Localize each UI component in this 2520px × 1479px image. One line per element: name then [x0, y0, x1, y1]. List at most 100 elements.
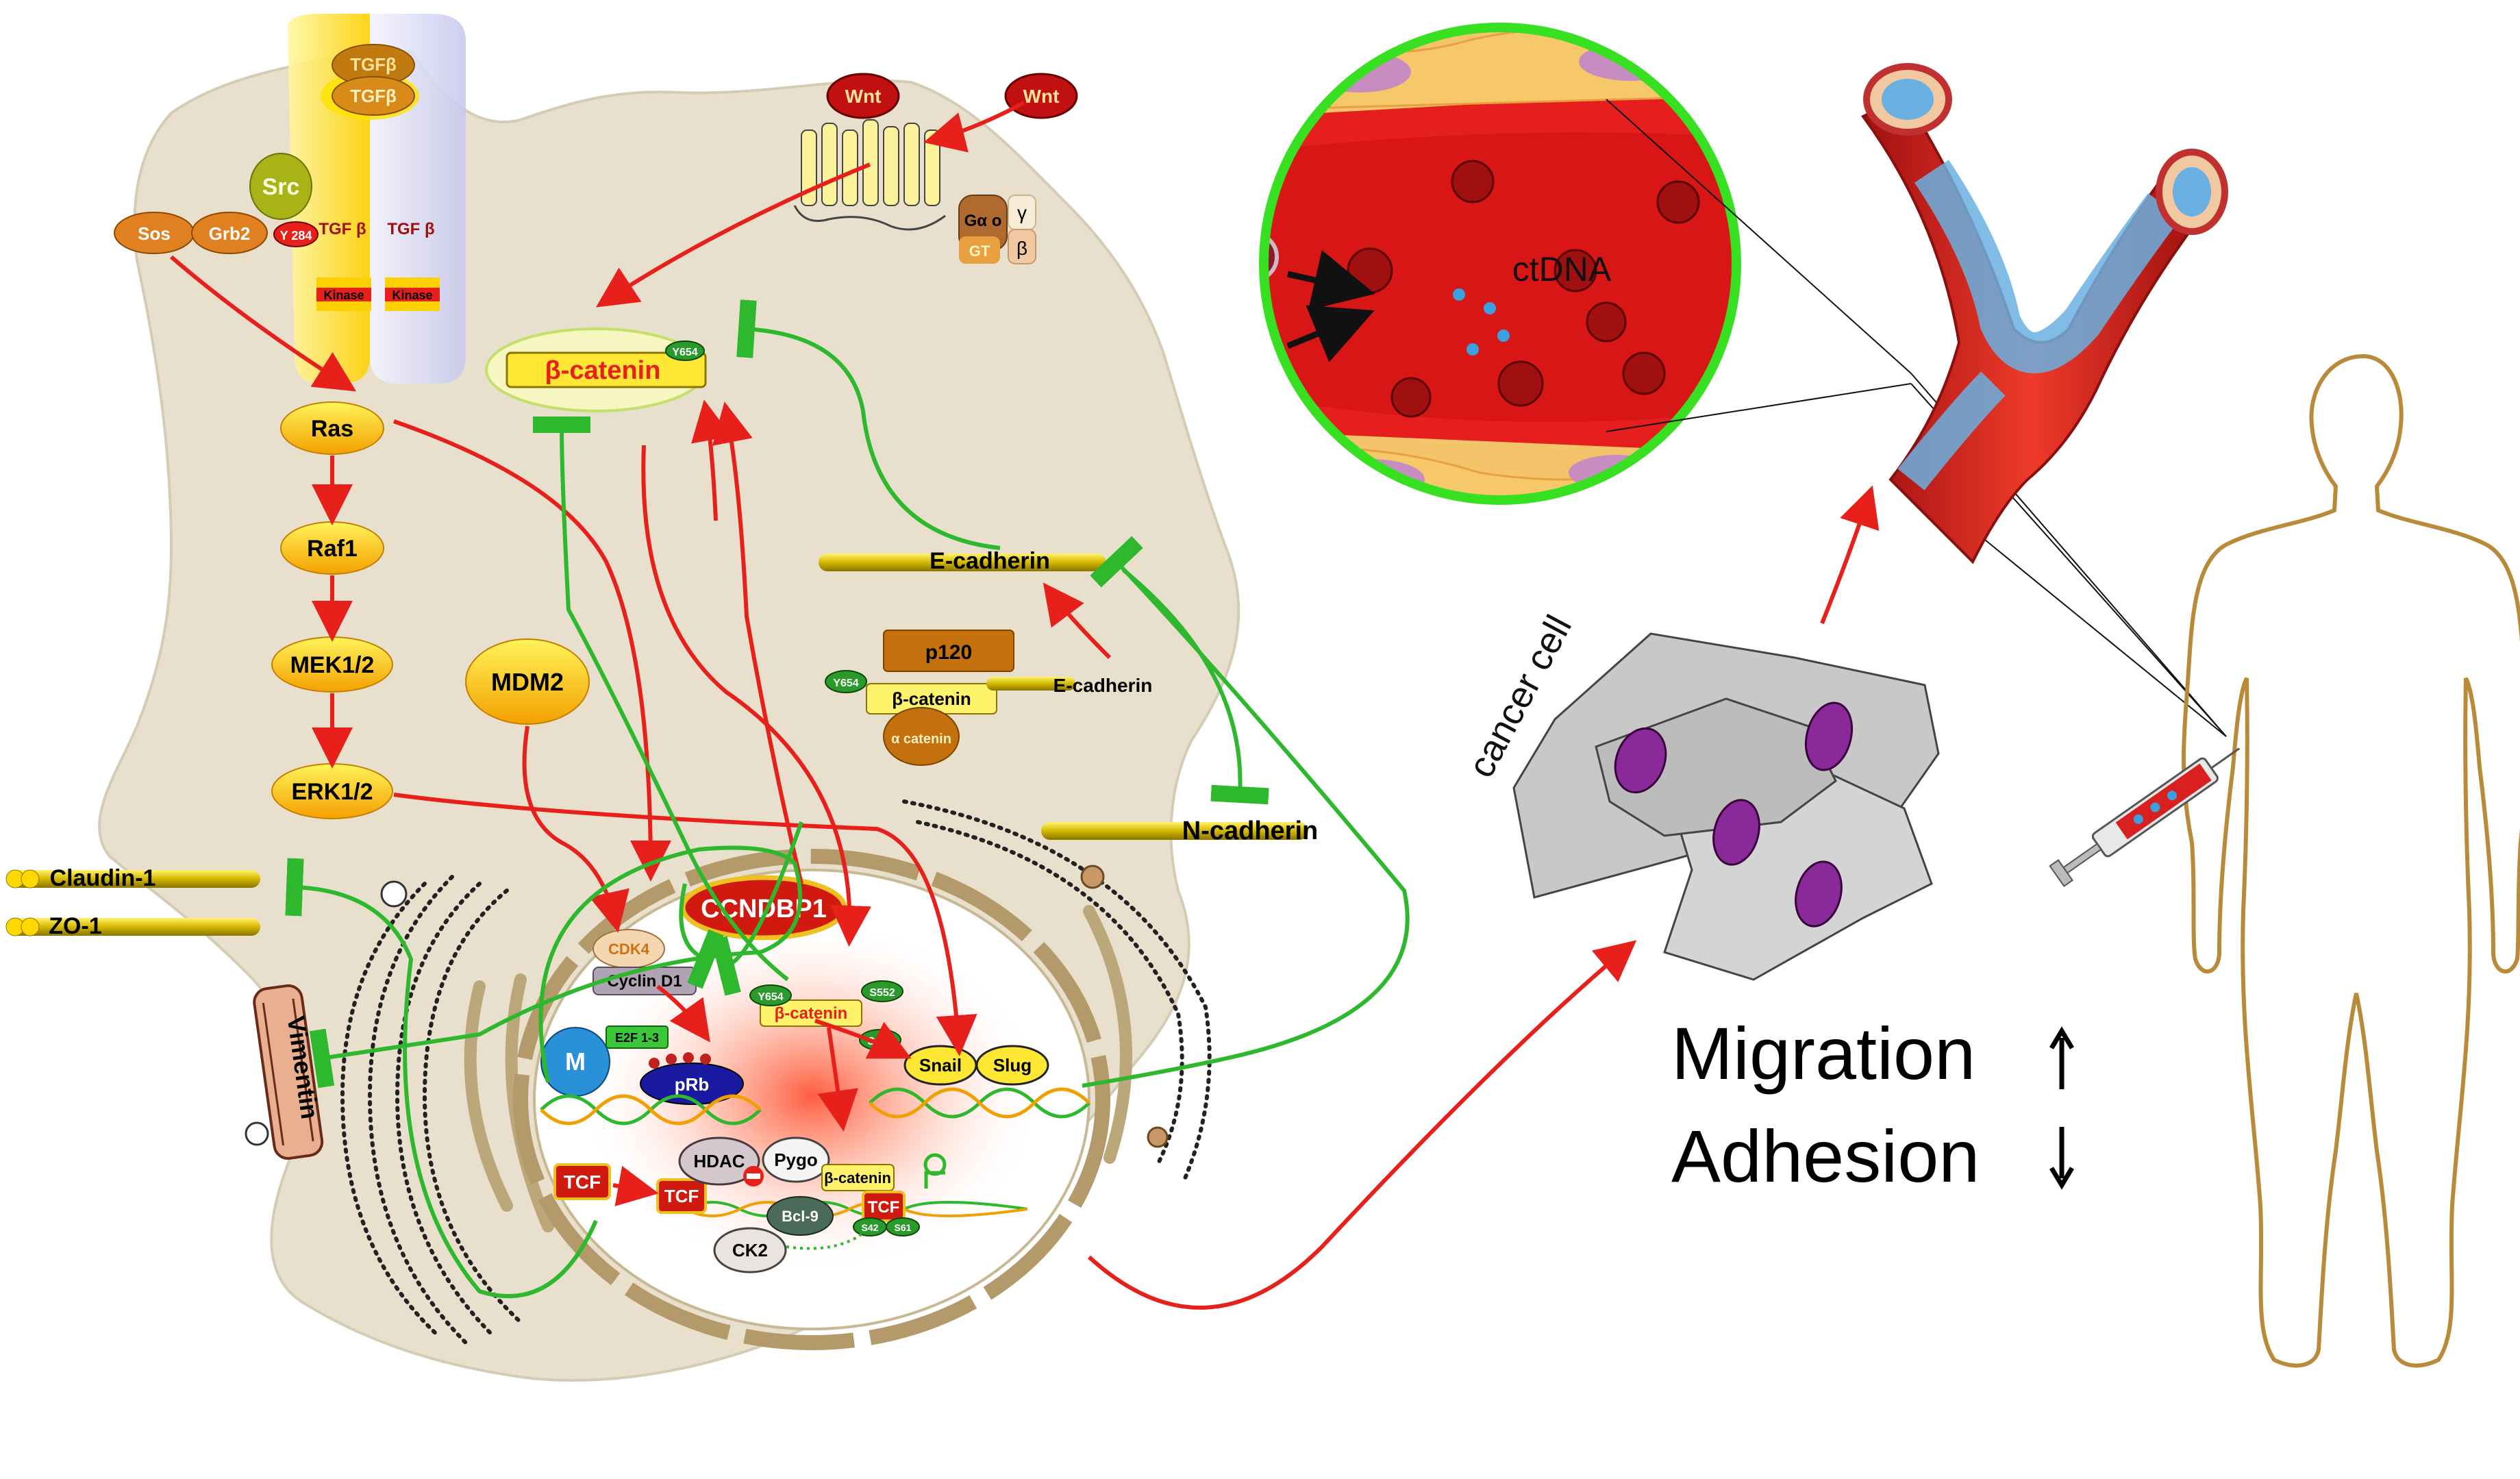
vesicle-3: [1080, 865, 1105, 889]
adhesion-down-arrow: [2049, 1127, 2075, 1190]
zo1-label: ZO-1: [49, 913, 101, 939]
e2f-label: E2F 1-3: [615, 1031, 659, 1045]
beta-subunit-node: [1008, 229, 1036, 264]
n-cadherin-rod: [1041, 822, 1308, 840]
tgfb-ligand-mid: [332, 76, 415, 116]
mek-label: MEK1/2: [290, 652, 375, 678]
vesicle-2: [245, 1121, 269, 1146]
prb-label: pRb: [675, 1074, 710, 1095]
e-cadherin-complex-rod: [986, 677, 1075, 691]
tcf-left-label: TCF: [564, 1171, 601, 1193]
y654-nuc-label: Y654: [758, 991, 783, 1003]
y284-node: [273, 221, 319, 247]
gt-label: GT: [969, 243, 990, 260]
vesicle-4: [1147, 1126, 1169, 1148]
cdk4-label: CDK4: [608, 941, 650, 958]
prb-phospho-dots: [649, 1052, 711, 1069]
kinase-1-label: Kinase: [323, 288, 364, 302]
gt-node: [959, 236, 1000, 264]
p120-label: p120: [925, 641, 972, 664]
beta-catenin-tcf-label: β-catenin: [824, 1169, 891, 1186]
erk-label: ERK1/2: [291, 779, 373, 805]
adhesion-label: Adhesion: [1671, 1115, 1980, 1197]
nucleus-envelope-outer: [513, 849, 1110, 1350]
beta-catenin-main-label: β-catenin: [545, 356, 661, 385]
tcf-left-node: [553, 1163, 611, 1200]
vessel-zoom-inset: [1259, 23, 1741, 505]
y654-main-label: Y654: [672, 347, 697, 358]
mdm2-label: MDM2: [491, 668, 564, 696]
beta-catenin-main-node: [506, 351, 707, 388]
wnt-right-label: Wnt: [1023, 86, 1060, 107]
e-cadherin-top-rod: [819, 554, 1106, 571]
vesicle-1: [380, 880, 408, 908]
activation-arrows: [170, 101, 1880, 1310]
hdac-label: HDAC: [693, 1151, 745, 1171]
prb-node: [640, 1062, 744, 1105]
tgfb-receptor: [288, 14, 466, 384]
claudin-rod: [7, 870, 260, 888]
e2f-node: [606, 1026, 669, 1049]
endoplasmic-reticulum: [340, 799, 1212, 1345]
cancer-cells: [1512, 632, 1940, 981]
wnt-node-right: [1004, 73, 1078, 119]
tcf-mid-label: TCF: [664, 1186, 699, 1206]
y654-main-node: [665, 340, 705, 361]
tgfb-mid-label: TGFβ: [350, 86, 397, 106]
src-label: Src: [262, 174, 300, 200]
raf1-label: Raf1: [307, 536, 358, 562]
s61-label: S61: [895, 1222, 912, 1233]
tgfbr2-label: TGF β: [387, 220, 434, 238]
pygo-label: Pygo: [774, 1149, 818, 1170]
e-cadherin-top-label: E-cadherin: [930, 548, 1050, 574]
slug-node: [975, 1045, 1049, 1086]
zo1-rod: [7, 918, 260, 936]
alpha-catenin-label: α catenin: [891, 732, 951, 747]
s552-label: S552: [869, 987, 895, 999]
migration-label: Migration: [1671, 1012, 1975, 1095]
beta-subunit-label: β: [1016, 238, 1027, 259]
bcl9-label: Bcl-9: [782, 1208, 819, 1225]
y654-complex-label: Y654: [833, 678, 858, 689]
mdm2-node: [465, 638, 590, 725]
vimentin-filament: [253, 984, 324, 1160]
ctdna-label: ctDNA: [1512, 250, 1612, 288]
n-cadherin-label: N-cadherin: [1182, 817, 1318, 845]
inhibition-lines: [285, 299, 1410, 1299]
wnt-left-label: Wnt: [845, 86, 882, 107]
transcription-start-arrow: [924, 1171, 945, 1189]
snail-label: Snail: [919, 1055, 962, 1076]
ras-node: [280, 401, 384, 455]
pygo-node: [762, 1136, 830, 1183]
y654-nuc-node: [749, 984, 792, 1006]
inhibit-symbol-bar: [747, 1173, 760, 1179]
ck2-label: CK2: [732, 1240, 768, 1260]
beta-catenin-tcf-node: [821, 1164, 895, 1191]
tcf-right-node: [862, 1191, 906, 1222]
gamma-label: γ: [1017, 202, 1027, 223]
tgfb-top-label: TGFβ: [350, 54, 397, 75]
m-label: M: [565, 1047, 586, 1076]
beta-catenin-nuc-label: β-catenin: [775, 1004, 848, 1023]
human-silhouette: [2182, 353, 2520, 1368]
ck2-node: [713, 1227, 787, 1273]
tgfbr1-label: TGF β: [319, 220, 366, 238]
e-cadherin-complex-label: E-cadherin: [1053, 675, 1153, 696]
p120-node: [883, 630, 1014, 672]
grb2-node: [191, 212, 268, 254]
sos-label: Sos: [138, 223, 171, 244]
slug-label: Slug: [993, 1055, 1032, 1076]
wnt-node-left: [826, 73, 900, 119]
kinase-2-label: Kinase: [392, 288, 432, 302]
s42-label: S42: [862, 1222, 879, 1233]
g-alpha-label: Gα o: [964, 212, 1002, 230]
s61-node: [886, 1217, 920, 1236]
y654-complex-node: [825, 670, 867, 693]
beta-catenin-complex-label: β-catenin: [892, 688, 971, 709]
zo1-bead-2: [21, 917, 40, 936]
y284-label: Y 284: [280, 229, 312, 243]
alpha-catenin-node: [883, 707, 960, 766]
s552-node: [861, 980, 903, 1002]
dna-helix-left: [540, 1094, 762, 1126]
